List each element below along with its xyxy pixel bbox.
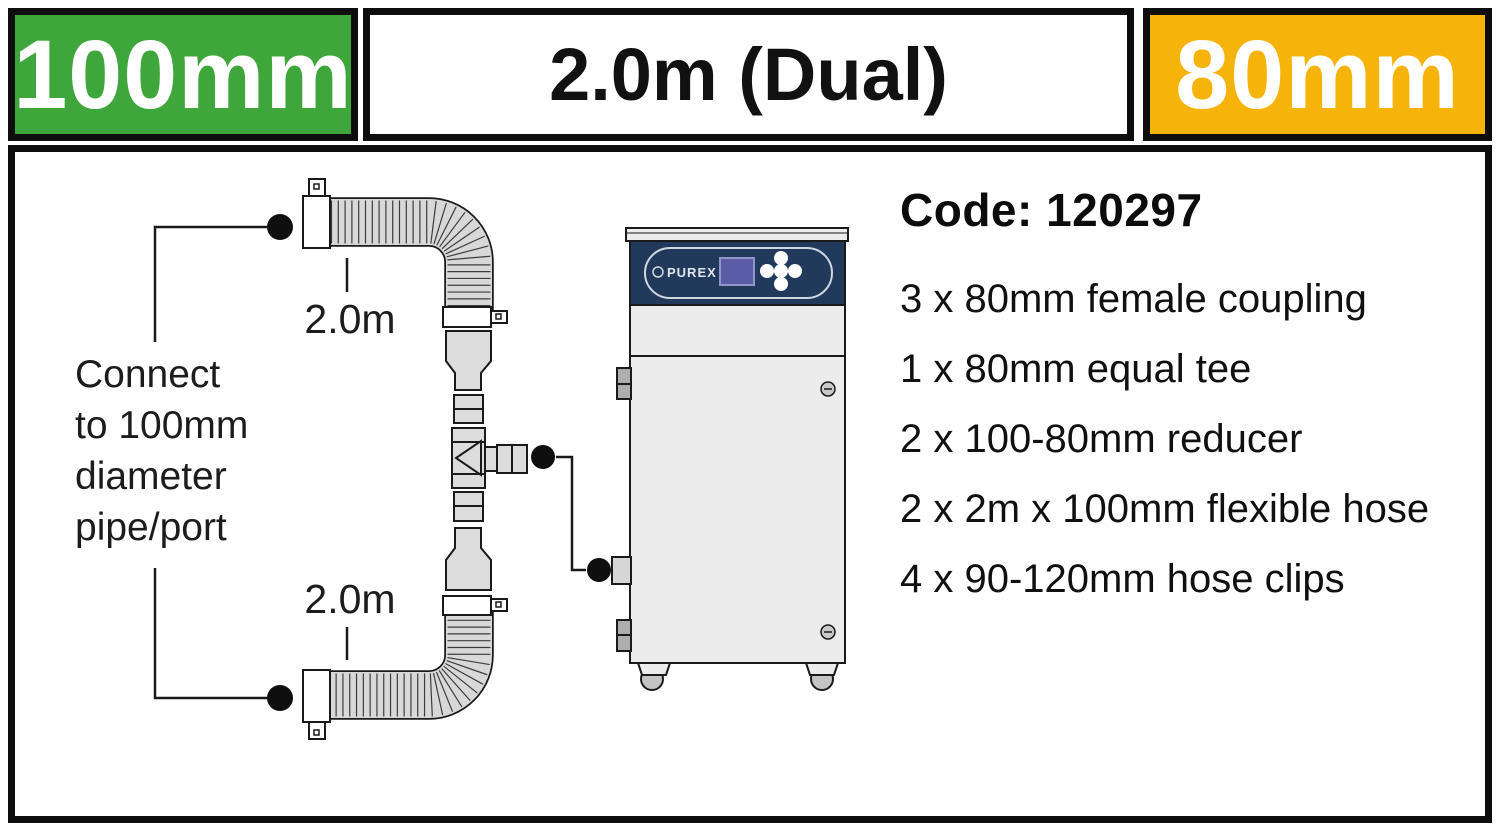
corrugated-hose (328, 197, 494, 312)
control-panel: PUREX (629, 240, 846, 306)
side-inlet-port (611, 556, 632, 585)
pipe-assembly (302, 178, 528, 740)
connect-note: Connect to 100mm diameter pipe/port (75, 353, 249, 549)
hose-clip-top-right (442, 306, 508, 328)
parts-list-item: 1 x 80mm equal tee (900, 347, 1252, 391)
flow-arrow (454, 439, 482, 477)
product-code: Code: 120297 (900, 184, 1203, 236)
hose-length-label-top: 2.0m (304, 296, 396, 342)
brand-logo-text: PUREX (667, 265, 717, 280)
parts-list-item: 4 x 90-120mm hose clips (900, 557, 1345, 601)
parts-list-item: 2 x 2m x 100mm flexible hose (900, 487, 1430, 531)
tee-branch-dot (531, 445, 555, 469)
hose-length-label-bottom: 2.0m (304, 576, 396, 622)
kit-title: 2.0m (Dual) (549, 33, 948, 116)
extractor-unit: PUREX (611, 227, 849, 691)
inlet-dot (587, 558, 611, 582)
size-badge-100mm-label: 100mm (13, 19, 353, 129)
parts-list-item: 2 x 100-80mm reducer (900, 417, 1303, 461)
side-port-lower (616, 619, 632, 652)
size-badge-100mm: 100mm (8, 8, 358, 141)
door-screw-bottom (820, 624, 836, 640)
keypad-icon (760, 251, 802, 291)
side-port-upper (616, 367, 632, 400)
kit-title-box: 2.0m (Dual) (363, 8, 1134, 141)
hose-clip-bottom-right (442, 595, 508, 616)
connector-dot-top (267, 214, 293, 240)
coupling-top (453, 394, 484, 424)
parts-list: 3 x 80mm female coupling 1 x 80mm equal … (900, 264, 1429, 614)
unit-upper-section (629, 304, 846, 357)
connection-line (556, 455, 586, 572)
callout-bracket (153, 225, 267, 700)
door-screw-top (820, 381, 836, 397)
flexible-hoses (328, 197, 494, 720)
reducer-bottom (445, 527, 492, 591)
caster-left (636, 662, 672, 691)
connector-dot-bottom (267, 685, 293, 711)
display-screen (719, 257, 755, 286)
equal-tee (451, 427, 528, 489)
reducer-top (445, 330, 492, 391)
caster-right (804, 662, 840, 691)
unit-door (629, 355, 846, 664)
unit-top-cap (625, 227, 849, 242)
coupling-branch (496, 444, 528, 474)
parts-list-item: 3 x 80mm female coupling (900, 277, 1367, 321)
corrugated-hose (328, 610, 494, 720)
hose-clip-bottom-left (302, 669, 331, 740)
size-badge-80mm: 80mm (1143, 8, 1492, 141)
size-badge-80mm-label: 80mm (1175, 19, 1460, 129)
hose-clip-top-left (302, 178, 331, 249)
brand-logo-icon (652, 266, 664, 278)
coupling-bottom (453, 491, 484, 522)
